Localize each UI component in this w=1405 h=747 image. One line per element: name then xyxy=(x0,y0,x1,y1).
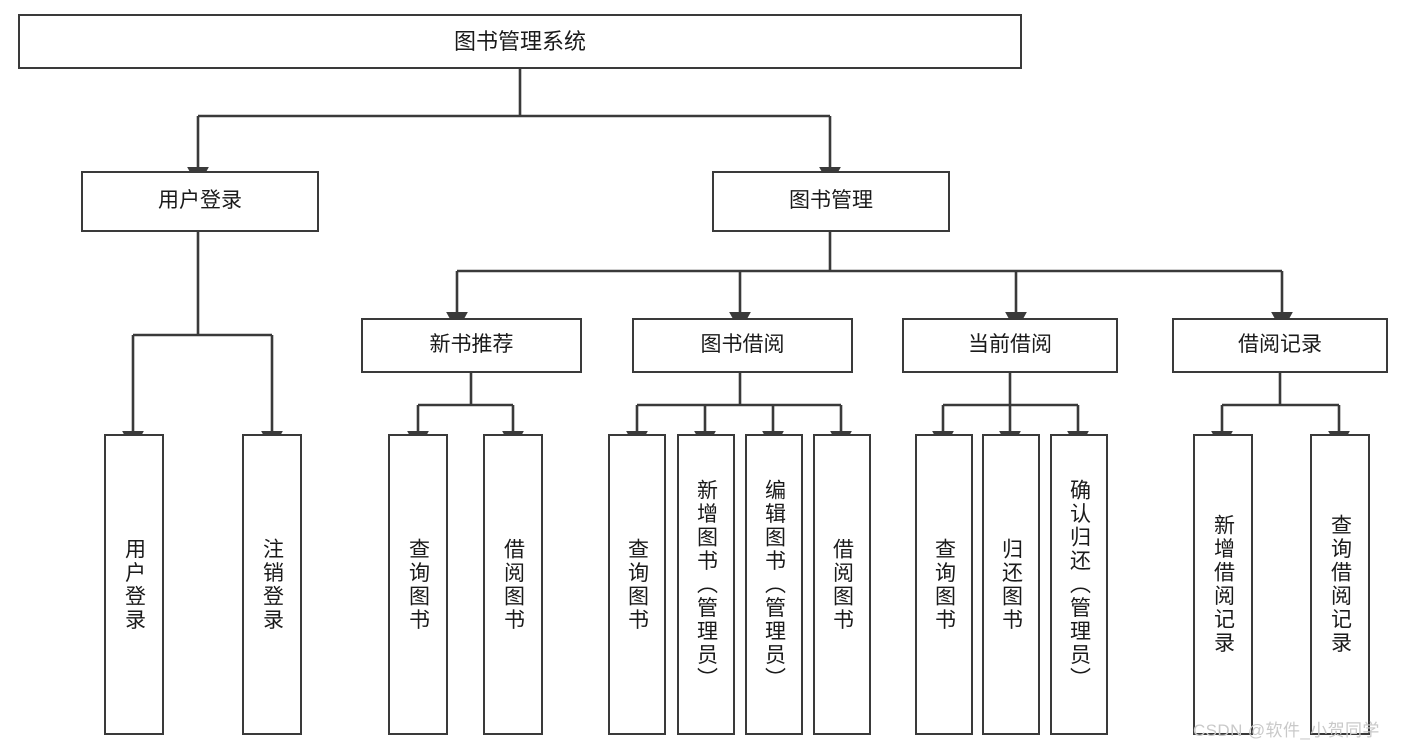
csdn-watermark: CSDN @软件_小贺同学 xyxy=(1193,721,1380,740)
leaf-cb-query-book-label: 查询图书 xyxy=(932,537,956,632)
leaf-user-logout-label: 注销登录 xyxy=(260,537,284,632)
leaf-bb-edit-book-label: 编辑图书（管理员） xyxy=(762,478,786,691)
node-root-label: 图书管理系统 xyxy=(453,28,586,54)
leaf-br-add-record[interactable]: 新增借阅记录 xyxy=(1193,434,1253,735)
leaf-bb-add-book[interactable]: 新增图书（管理员） xyxy=(677,434,735,735)
leaf-nb-borrow-book-label: 借阅图书 xyxy=(501,537,525,632)
leaf-cb-return-book[interactable]: 归还图书 xyxy=(982,434,1040,735)
node-current-borrow-label: 当前借阅 xyxy=(968,333,1052,357)
leaf-cb-confirm-return[interactable]: 确认归还（管理员） xyxy=(1050,434,1108,735)
leaf-br-query-record[interactable]: 查询借阅记录 xyxy=(1310,434,1370,735)
node-book-borrow[interactable]: 图书借阅 xyxy=(632,318,853,373)
leaf-bb-query-book[interactable]: 查询图书 xyxy=(608,434,666,735)
leaf-bb-query-book-label: 查询图书 xyxy=(625,537,649,632)
leaf-nb-query-book-label: 查询图书 xyxy=(406,537,430,632)
leaf-cb-return-book-label: 归还图书 xyxy=(999,537,1023,632)
node-new-book-recommend[interactable]: 新书推荐 xyxy=(361,318,582,373)
leaf-user-login-label: 用户登录 xyxy=(122,537,146,632)
leaf-bb-add-book-label: 新增图书（管理员） xyxy=(694,478,718,691)
leaf-nb-borrow-book[interactable]: 借阅图书 xyxy=(483,434,543,735)
node-root[interactable]: 图书管理系统 xyxy=(18,14,1022,69)
node-borrow-record[interactable]: 借阅记录 xyxy=(1172,318,1388,373)
node-book-management[interactable]: 图书管理 xyxy=(712,171,950,232)
leaf-br-add-record-label: 新增借阅记录 xyxy=(1211,514,1235,655)
node-borrow-record-label: 借阅记录 xyxy=(1238,333,1322,357)
node-book-borrow-label: 图书借阅 xyxy=(700,333,785,357)
leaf-br-query-record-label: 查询借阅记录 xyxy=(1328,514,1352,655)
leaf-nb-query-book[interactable]: 查询图书 xyxy=(388,434,448,735)
node-new-book-recommend-label: 新书推荐 xyxy=(429,333,514,357)
leaf-cb-confirm-return-label: 确认归还（管理员） xyxy=(1067,478,1091,691)
leaf-cb-query-book[interactable]: 查询图书 xyxy=(915,434,973,735)
leaf-bb-borrow-book[interactable]: 借阅图书 xyxy=(813,434,871,735)
node-user-login[interactable]: 用户登录 xyxy=(81,171,319,232)
leaf-user-login[interactable]: 用户登录 xyxy=(104,434,164,735)
leaf-user-logout[interactable]: 注销登录 xyxy=(242,434,302,735)
node-current-borrow[interactable]: 当前借阅 xyxy=(902,318,1118,373)
leaf-bb-borrow-book-label: 借阅图书 xyxy=(830,537,854,632)
node-book-management-label: 图书管理 xyxy=(789,189,873,213)
node-user-login-label: 用户登录 xyxy=(158,189,242,213)
leaf-bb-edit-book[interactable]: 编辑图书（管理员） xyxy=(745,434,803,735)
